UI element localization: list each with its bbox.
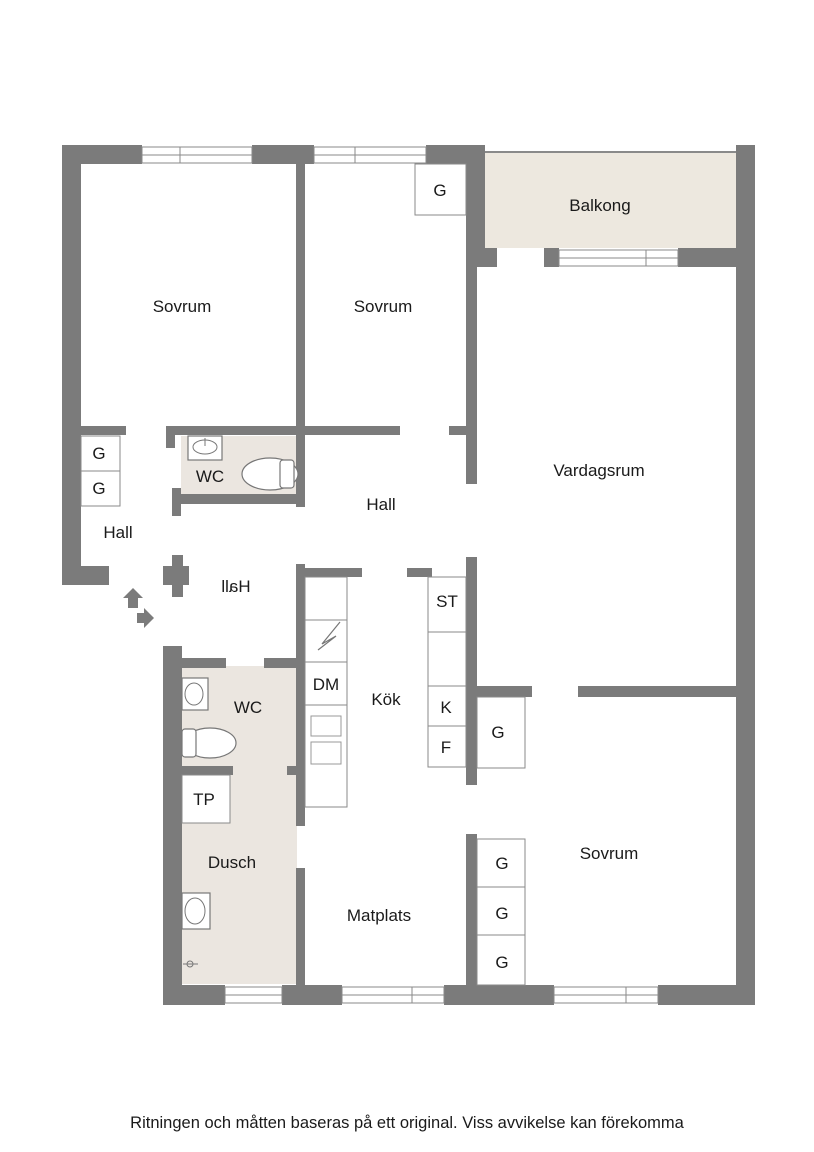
closet-g-hall-2 — [80, 470, 121, 507]
entrance-arrow-icon — [123, 588, 154, 628]
closet-g-bed-1-label: G — [495, 854, 508, 873]
room-hall-center: Hall — [366, 495, 395, 514]
room-dusch: Dusch — [208, 853, 256, 872]
outer-walls — [62, 145, 755, 1005]
room-sovrum-3: Sovrum — [580, 844, 639, 863]
room-sovrum-1: Sovrum — [153, 297, 212, 316]
st-label: ST — [436, 592, 458, 611]
closet-g-hall-1 — [80, 435, 121, 472]
dm-label: DM — [313, 675, 339, 694]
closet-g-bed-2-label: G — [495, 904, 508, 923]
k-label: K — [440, 698, 452, 717]
room-matplats: Matplats — [347, 906, 411, 925]
closet-g-top — [414, 163, 467, 216]
room-hall-left: Hall — [103, 523, 132, 542]
closet-g-hall-1-label: G — [92, 444, 105, 463]
interior-walls — [81, 164, 736, 985]
room-wc-upper: WC — [196, 467, 224, 486]
closet-g-bed-1 — [476, 838, 526, 888]
room-sovrum-2: Sovrum — [354, 297, 413, 316]
kitchen-counter-right — [427, 576, 467, 768]
disclaimer-text: Ritningen och måtten baseras på ett orig… — [130, 1114, 684, 1132]
bathroom-floor — [181, 666, 297, 984]
windows — [141, 146, 679, 1004]
shower-head-icon — [183, 960, 198, 968]
room-kok: Kök — [371, 690, 401, 709]
closet-g-hall-2-label: G — [92, 479, 105, 498]
closet-g-top-label: G — [433, 181, 446, 200]
closet-g-living-label: G — [491, 723, 504, 742]
toilet-icon — [241, 457, 299, 491]
closet-g-bed-3-label: G — [495, 953, 508, 972]
tp-label: TP — [193, 790, 215, 809]
tp-cabinet — [181, 774, 231, 824]
closet-g-bed-2 — [476, 886, 526, 936]
sink-icon — [187, 435, 223, 461]
kitchen-counter-left — [304, 576, 348, 808]
room-wc-lower: WC — [234, 698, 262, 717]
room-balkong: Balkong — [569, 196, 630, 215]
sink-lower-icon — [181, 677, 209, 711]
closet-g-bed-3 — [476, 934, 526, 986]
room-hall-mirrored: Hall — [221, 577, 250, 596]
toilet-lower-icon — [181, 727, 237, 759]
f-label: F — [441, 738, 451, 757]
sink-shower-icon — [181, 892, 211, 930]
closet-g-living — [476, 696, 526, 769]
room-vardagsrum: Vardagsrum — [553, 461, 644, 480]
balcony-floor — [484, 152, 736, 248]
